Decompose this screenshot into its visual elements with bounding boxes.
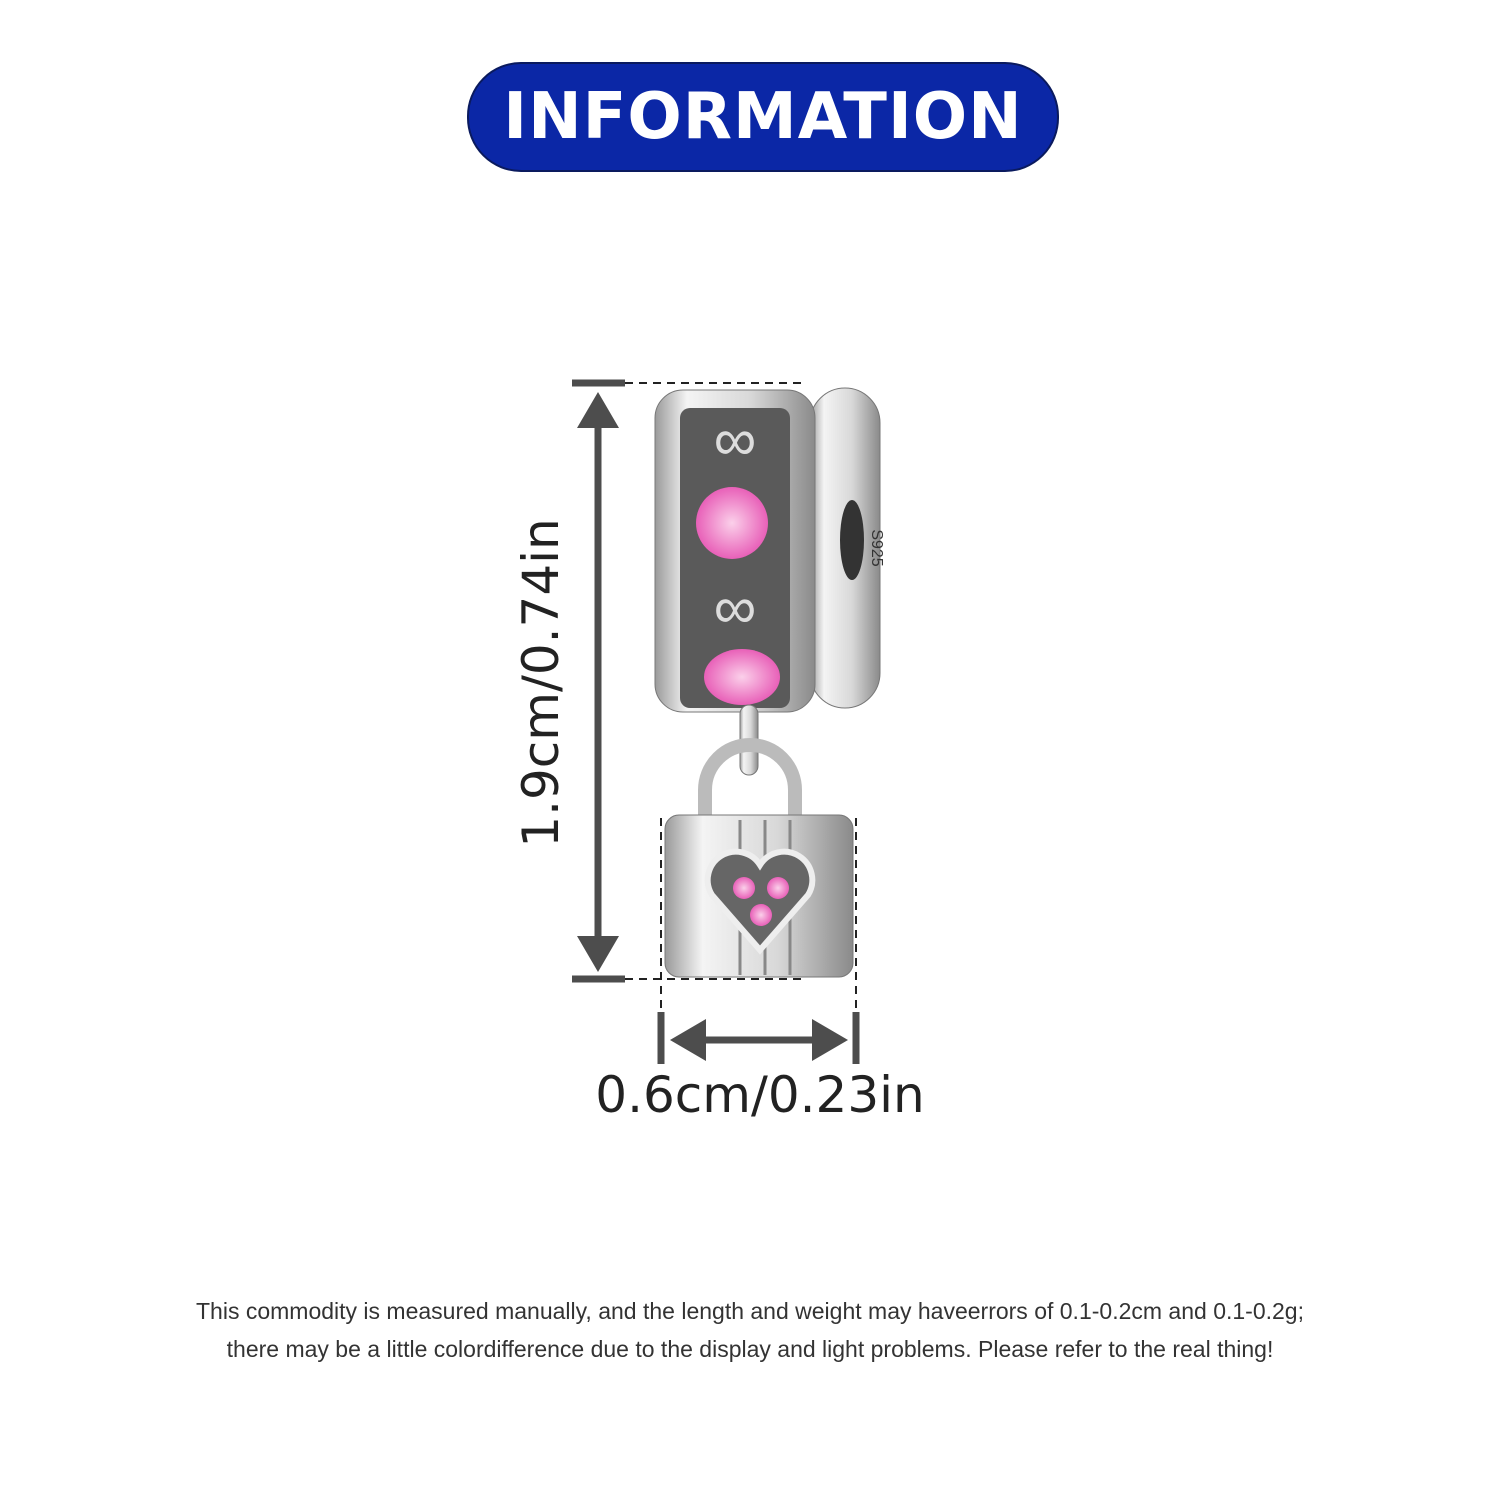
pink-stone [704,649,780,705]
charm-image: S925 ∞ ∞ [654,387,885,978]
height-dimension [572,379,805,983]
arrow-up-icon [577,392,619,428]
pink-stone [696,487,768,559]
information-banner: INFORMATION [467,62,1059,172]
arrow-down-icon [577,936,619,972]
height-label: 1.9cm/0.74in [512,518,570,848]
width-dimension [657,818,860,1064]
charm-hole [840,500,864,580]
arrow-right-icon [812,1019,848,1061]
banner-title: INFORMATION [503,80,1023,154]
arrow-left-icon [670,1019,706,1061]
width-label: 0.6cm/0.23in [595,1066,925,1124]
lock-shackle [698,738,802,820]
disclaimer-line-1: This commodity is measured manually, and… [196,1298,1304,1324]
infinity-icon: ∞ [714,574,757,641]
heart-icon [704,848,816,955]
disclaimer-line-2: there may be a little colordifference du… [226,1336,1274,1362]
infinity-icon: ∞ [714,406,757,473]
stamp-text: S925 [868,529,885,566]
